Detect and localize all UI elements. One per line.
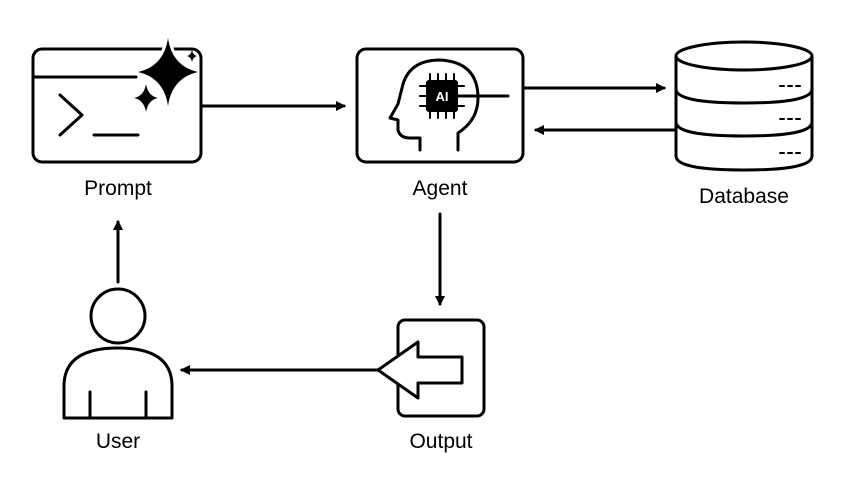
database-icon: [674, 40, 814, 172]
agent-label: Agent: [413, 177, 468, 200]
output-node: Output: [376, 318, 486, 453]
terminal-sparkle-icon: [31, 37, 203, 164]
arrow-left-icon: [376, 318, 486, 418]
user-icon: [62, 287, 174, 420]
edges: [113, 83, 678, 375]
prompt-label: Prompt: [84, 177, 152, 200]
database-node: Database: [674, 40, 814, 208]
user-label: User: [96, 430, 140, 453]
user-node: User: [62, 287, 174, 453]
output-label: Output: [409, 430, 472, 453]
ai-chip-text: AI: [436, 89, 449, 104]
agent-node: AI Agent: [355, 47, 525, 200]
database-label: Database: [699, 185, 789, 208]
prompt-node: Prompt: [31, 37, 203, 200]
ai-head-icon: AI: [355, 47, 525, 164]
